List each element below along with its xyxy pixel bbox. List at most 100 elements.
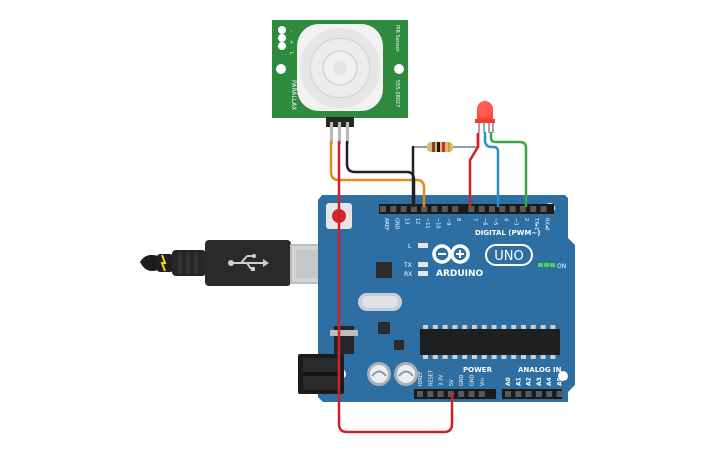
chip-leg	[540, 325, 546, 329]
digital-pwm-label: DIGITAL (PWM~)	[475, 229, 540, 237]
digital-pin[interactable]	[519, 206, 526, 212]
digital-pin-label: AREF	[383, 218, 389, 231]
digital-pin-label: TX▸1	[533, 217, 539, 230]
digital-pin[interactable]	[468, 206, 475, 212]
digital-pin[interactable]	[431, 206, 438, 212]
digital-pin[interactable]	[509, 206, 516, 212]
pir-fresnel-dome	[297, 24, 383, 111]
digital-pin[interactable]	[380, 206, 386, 212]
digital-pin[interactable]	[478, 206, 485, 212]
resistor[interactable]	[413, 142, 478, 152]
digital-pin[interactable]	[489, 206, 495, 212]
pir-pin-label: -	[288, 30, 294, 32]
digital-pin-label: RX◂0	[544, 218, 550, 231]
power-pin-label: GND	[470, 374, 476, 386]
digital-pin-label: 4	[502, 218, 508, 221]
chip-leg	[442, 325, 448, 329]
digital-pin[interactable]	[421, 206, 428, 212]
pir-sensor[interactable]: PARALLAX PIR Sensor 555-28027 - + L	[272, 20, 408, 144]
digital-pin[interactable]	[410, 206, 417, 212]
power-pin[interactable]	[417, 391, 423, 397]
chip-leg	[511, 355, 517, 359]
led-rx	[418, 271, 428, 276]
digital-pin[interactable]	[390, 206, 397, 212]
pir-pin-label: +	[288, 40, 294, 44]
chip-leg	[511, 325, 517, 329]
power-pin-label: Vin	[480, 378, 486, 386]
arduino-infinity-logo	[432, 244, 470, 264]
power-pin-label: IOREF	[418, 371, 424, 386]
chip-leg	[462, 355, 468, 359]
analog-pin[interactable]	[505, 391, 511, 397]
led-l	[418, 243, 428, 248]
digital-pin-label: ~3	[513, 218, 519, 225]
digital-pin[interactable]	[540, 206, 547, 212]
digital-pin[interactable]	[400, 206, 407, 212]
analog-pin-label: A5	[557, 377, 564, 386]
brand-label: ARDUINO	[436, 269, 484, 279]
chip-leg	[432, 355, 438, 359]
digital-pin-label: ~10	[435, 218, 441, 229]
analog-pin[interactable]	[535, 391, 542, 397]
digital-pin[interactable]	[530, 206, 537, 212]
power-pin[interactable]	[458, 391, 465, 397]
chip-leg	[550, 325, 556, 329]
analog-pin[interactable]	[546, 391, 553, 397]
chip-leg	[432, 325, 438, 329]
wire-red-5v	[337, 140, 454, 434]
power-label: POWER	[463, 366, 493, 374]
digital-header[interactable]	[379, 204, 554, 214]
power-pin-label: 3.3V	[439, 374, 445, 386]
chip-leg	[501, 325, 507, 329]
pir-label-left: PARALLAX	[290, 80, 297, 110]
chip-leg	[423, 325, 428, 329]
led-tx-label: TX	[403, 262, 412, 269]
chip-leg	[491, 325, 497, 329]
dc-power-jack	[298, 354, 344, 394]
digital-pin-label: ~6	[482, 218, 488, 225]
chip-leg	[521, 355, 526, 359]
power-header[interactable]	[414, 389, 496, 399]
analog-pin[interactable]	[556, 391, 563, 397]
atmega-chip	[420, 325, 560, 359]
power-pin[interactable]	[427, 391, 434, 397]
analog-header[interactable]	[502, 389, 563, 399]
digital-pin-label: ~5	[492, 218, 498, 225]
chip-leg	[491, 355, 497, 359]
chip-leg	[481, 355, 487, 359]
digital-pin-label: ~11	[424, 218, 430, 229]
digital-pin-label: ~9	[445, 218, 451, 225]
pir-label-right: PIR Sensor	[394, 25, 400, 53]
wire-orange	[329, 140, 426, 208]
power-pin[interactable]	[478, 391, 485, 397]
digital-pin-label: 13	[404, 218, 410, 224]
digital-pin[interactable]	[441, 206, 448, 212]
usb-icon	[228, 254, 269, 271]
chip-leg	[501, 355, 507, 359]
led-rx-label: RX	[404, 271, 412, 278]
chip-leg	[452, 355, 458, 359]
chip-leg	[472, 355, 477, 359]
power-pin[interactable]	[437, 391, 444, 397]
lightning-icon	[160, 254, 167, 272]
capacitor	[394, 362, 418, 386]
digital-pin[interactable]	[499, 206, 506, 212]
analog-pin-label: A3	[536, 377, 543, 386]
wire-green	[489, 131, 528, 208]
digital-pin-label: 12	[414, 218, 420, 224]
analog-pin[interactable]	[515, 391, 522, 397]
capacitor	[367, 362, 391, 386]
rgb-led[interactable]	[475, 101, 495, 133]
chip-leg	[481, 325, 487, 329]
power-pin-label: RESET	[428, 369, 434, 386]
led-tx	[418, 262, 428, 267]
wires[interactable]	[329, 131, 528, 434]
digital-pin[interactable]	[452, 206, 459, 212]
power-pin[interactable]	[468, 391, 475, 397]
analog-pin[interactable]	[525, 391, 532, 397]
chip-leg	[540, 355, 546, 359]
analog-pin-label: A4	[546, 377, 553, 386]
chip-leg	[462, 325, 468, 329]
